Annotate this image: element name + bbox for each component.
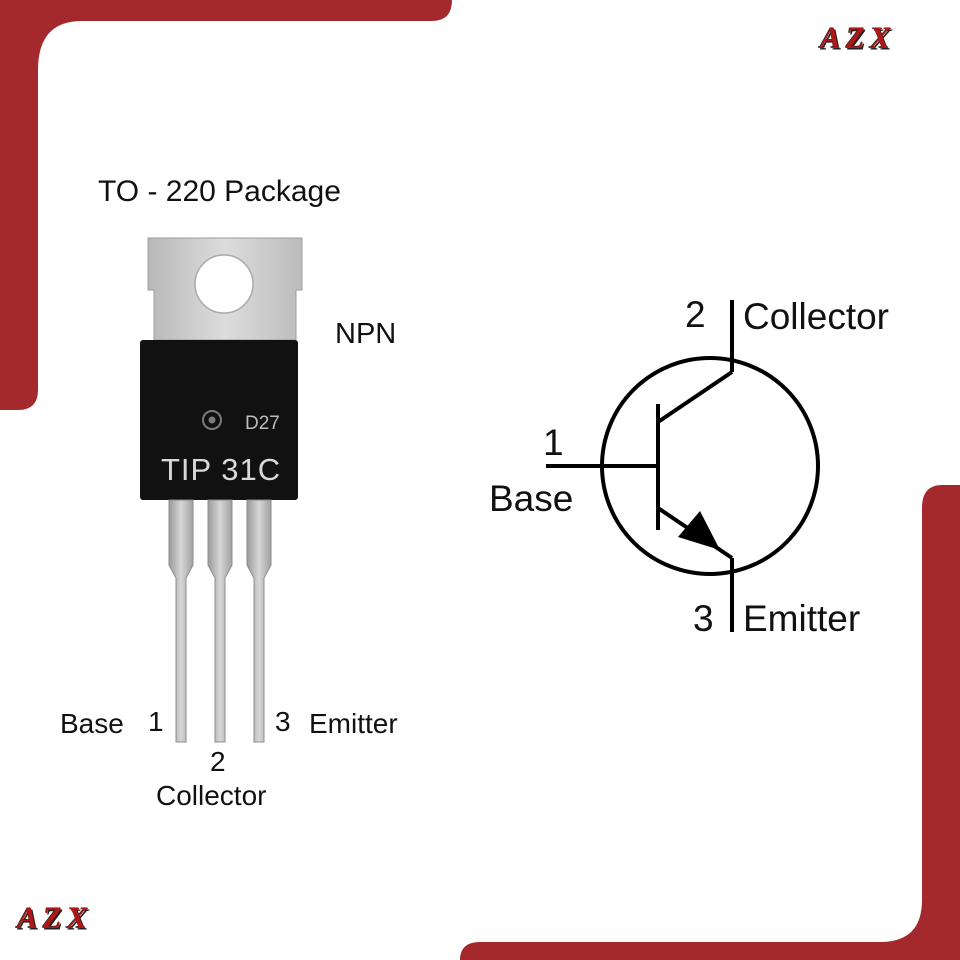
schematic-emitter-name: Emitter <box>743 598 861 639</box>
lead-collector <box>207 499 233 743</box>
mounting-hole <box>194 254 254 314</box>
lead-base <box>168 499 194 743</box>
emitter-arrow-icon <box>678 511 720 550</box>
pin-2-name: Collector <box>156 780 267 811</box>
schematic-collector-name: Collector <box>743 296 889 337</box>
lead-emitter <box>246 499 272 743</box>
collector-diagonal <box>656 370 734 424</box>
schematic-collector-number: 2 <box>685 294 706 335</box>
package-title: TO - 220 Package <box>98 175 341 208</box>
pin-3-name: Emitter <box>309 708 398 739</box>
manufacturer-logo-icon <box>202 410 222 430</box>
chip-code-marking: D27 <box>245 413 280 434</box>
pin-1-name: Base <box>60 708 124 739</box>
chip-body <box>140 340 298 500</box>
pin-2-number: 2 <box>210 746 226 777</box>
transistor-type-label: NPN <box>335 318 397 350</box>
schematic-base-name: Base <box>489 478 574 519</box>
manufacturer-logo-dot <box>208 416 216 424</box>
pin-1-number: 1 <box>148 706 164 737</box>
schematic-base-number: 1 <box>543 422 564 463</box>
chip-part-number: TIP 31C <box>161 452 282 487</box>
brand-logo-bottom: AZX <box>17 900 93 935</box>
schematic-emitter-number: 3 <box>693 598 714 639</box>
brand-logo-top: AZX <box>820 20 896 55</box>
pin-3-number: 3 <box>275 706 291 737</box>
